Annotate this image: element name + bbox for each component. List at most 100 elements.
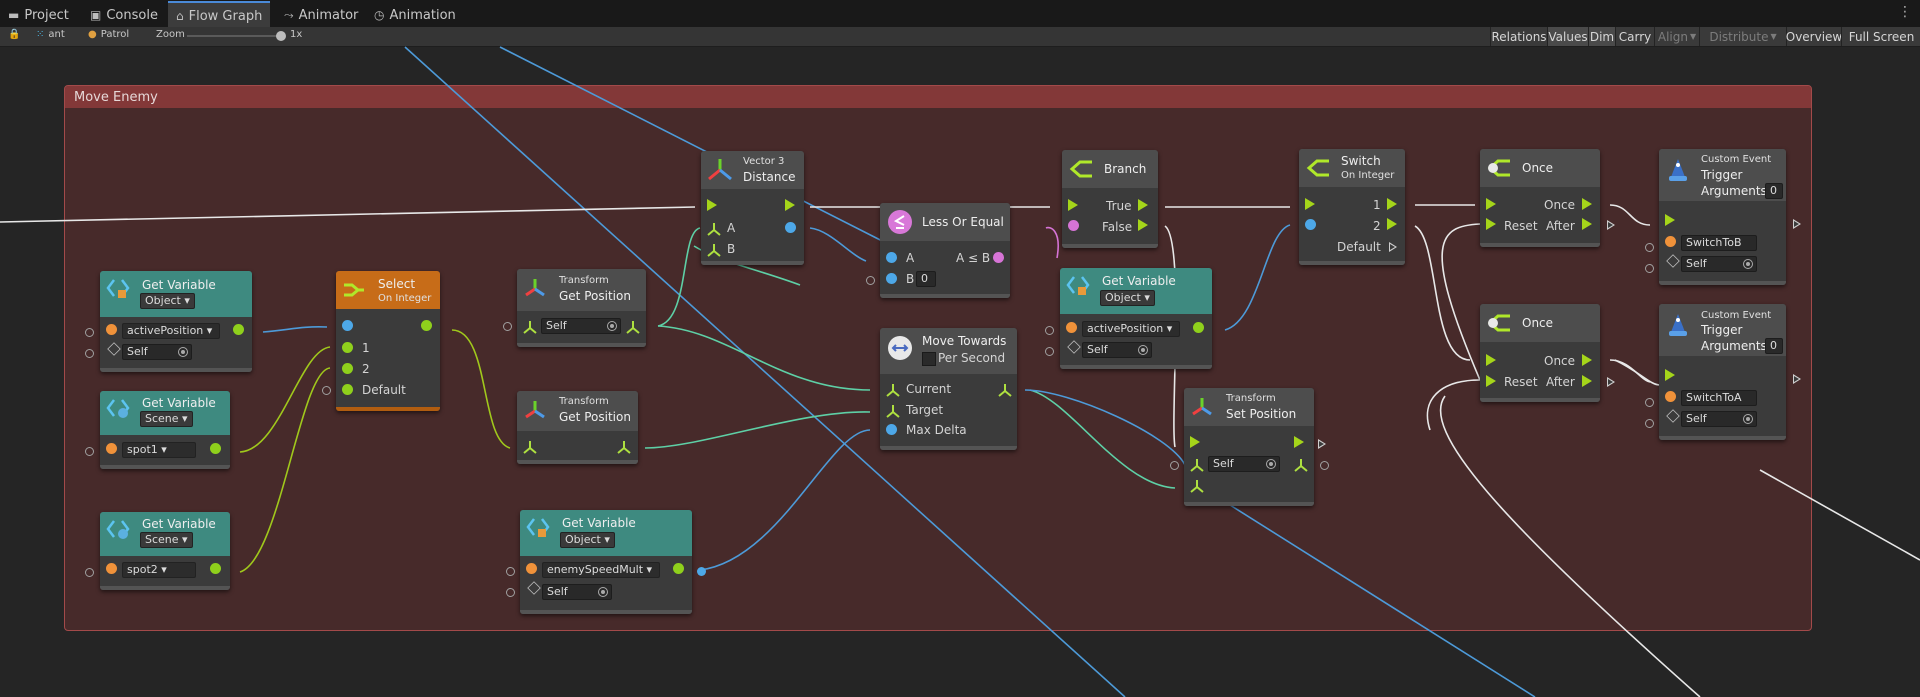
align-dropdown[interactable]: Align▼ <box>1654 27 1699 46</box>
flow-out-hollow[interactable] <box>1793 219 1801 229</box>
kind-dropdown[interactable]: Scene ▾ <box>140 411 193 427</box>
target-picker-icon[interactable] <box>1743 414 1753 424</box>
flow-after-hollow[interactable] <box>1607 220 1615 230</box>
target-field[interactable]: Self <box>541 318 621 334</box>
variable-name-dropdown[interactable]: spot2 ▾ <box>122 562 196 578</box>
target-picker-icon[interactable] <box>178 347 188 357</box>
node-once-1[interactable]: Once Once Reset After <box>1480 149 1600 247</box>
node-custom-event-trigger-1[interactable]: Custom Event Trigger Arguments 0 SwitchT… <box>1659 149 1786 285</box>
transform-port-icon[interactable] <box>523 439 537 454</box>
event-name-field[interactable]: SwitchToB <box>1681 235 1757 251</box>
port-hollow[interactable] <box>85 568 94 577</box>
target-picker-icon[interactable] <box>607 321 617 331</box>
node-transform-get-position[interactable]: Transform Get Position Self <box>517 269 646 347</box>
flow-in-arrow[interactable] <box>1190 436 1200 448</box>
flow-after-arrow[interactable] <box>1582 375 1592 387</box>
port-hollow[interactable] <box>866 276 875 285</box>
node-get-variable-activeposition[interactable]: Get Variable Object ▾ activePosition ▾ S… <box>100 271 252 372</box>
overview-button[interactable]: Overview <box>1786 27 1842 46</box>
port-hollow[interactable] <box>506 567 515 576</box>
port-value-out[interactable] <box>673 563 684 574</box>
flow-once-arrow[interactable] <box>1582 354 1592 366</box>
node-get-variable-spot1[interactable]: Get Variable Scene ▾ spot1 ▾ <box>100 391 230 469</box>
port-maxdelta-in[interactable] <box>886 424 897 435</box>
flow-out-hollow[interactable] <box>1318 439 1326 449</box>
vector-b-icon[interactable] <box>707 242 721 257</box>
port-name-in[interactable] <box>1665 236 1676 247</box>
flow-in-arrow[interactable] <box>1068 199 1078 211</box>
full-screen-button[interactable]: Full Screen <box>1841 27 1920 46</box>
port-name-in[interactable] <box>106 324 117 335</box>
flow-in-arrow[interactable] <box>707 199 717 211</box>
tab-flow-graph[interactable]: ⌂Flow Graph <box>168 1 271 29</box>
flow-in-arrow[interactable] <box>1486 354 1496 366</box>
arguments-count-field[interactable]: 0 <box>1765 183 1783 199</box>
flow-false-arrow[interactable] <box>1138 219 1148 231</box>
flow-in-arrow[interactable] <box>1665 369 1675 381</box>
node-vector3-distance[interactable]: Vector 3 Distance A B <box>701 151 804 265</box>
port-hollow[interactable] <box>1645 264 1654 273</box>
port-hollow[interactable] <box>503 322 512 331</box>
port-hollow[interactable] <box>506 588 515 597</box>
node-get-variable-spot2[interactable]: Get Variable Scene ▾ spot2 ▾ <box>100 512 230 590</box>
port-a-in[interactable] <box>886 252 897 263</box>
arguments-count-field[interactable]: 0 <box>1765 338 1783 354</box>
breadcrumb-object[interactable]: ⁙ant <box>36 29 65 40</box>
port-default[interactable] <box>342 384 353 395</box>
flow-in-arrow[interactable] <box>1305 198 1315 210</box>
target-field[interactable]: Self <box>542 584 612 600</box>
kind-dropdown[interactable]: Object ▾ <box>560 532 615 548</box>
transform-out-icon[interactable] <box>1294 457 1308 472</box>
port-hollow[interactable] <box>1045 347 1054 356</box>
kind-dropdown[interactable]: Scene ▾ <box>140 532 193 548</box>
port-hollow[interactable] <box>85 349 94 358</box>
port-name-in[interactable] <box>106 443 117 454</box>
target-field[interactable]: Self <box>1208 456 1280 472</box>
target-picker-icon[interactable] <box>1138 345 1148 355</box>
flow-case2-arrow[interactable] <box>1387 218 1397 230</box>
current-icon[interactable] <box>886 382 900 397</box>
port-b-in[interactable] <box>886 273 897 284</box>
zoom-slider-handle[interactable] <box>276 31 286 41</box>
node-get-variable-enemyspeedmult[interactable]: Get Variable Object ▾ enemySpeedMult ▾ S… <box>520 510 692 614</box>
port-value-out[interactable] <box>210 563 221 574</box>
b-value-field[interactable]: 0 <box>916 271 936 287</box>
tab-project[interactable]: ▬Project <box>8 7 69 23</box>
node-transform-get-position-2[interactable]: Transform Get Position <box>517 391 638 464</box>
node-move-towards[interactable]: Move Towards Per Second Current Target M… <box>880 328 1017 450</box>
port-name-in[interactable] <box>106 563 117 574</box>
values-button[interactable]: Values <box>1547 27 1588 46</box>
port-option-1[interactable] <box>342 342 353 353</box>
position-out-icon[interactable] <box>617 439 631 454</box>
flow-out-arrow[interactable] <box>785 199 795 211</box>
port-result-out[interactable] <box>993 252 1004 263</box>
port-option-2[interactable] <box>342 363 353 374</box>
port-hollow[interactable] <box>1645 243 1654 252</box>
kind-dropdown[interactable]: Object ▾ <box>140 293 195 309</box>
node-switch-on-integer[interactable]: Switch On Integer 1 2 Default <box>1299 149 1405 265</box>
per-second-checkbox[interactable] <box>922 352 936 366</box>
node-less-or-equal[interactable]: Less Or Equal A A ≤ B B 0 <box>880 203 1010 298</box>
port-hollow[interactable] <box>1645 398 1654 407</box>
transform-port-icon[interactable] <box>523 319 537 334</box>
port-value-out[interactable] <box>233 324 244 335</box>
flow-reset-arrow[interactable] <box>1486 218 1496 230</box>
tab-animator[interactable]: ⤳Animator <box>284 7 359 23</box>
node-once-2[interactable]: Once Once Reset After <box>1480 304 1600 402</box>
target-field[interactable]: Self <box>1681 256 1757 272</box>
port-selector-in[interactable] <box>1305 219 1316 230</box>
flow-once-arrow[interactable] <box>1582 198 1592 210</box>
variable-name-dropdown[interactable]: spot1 ▾ <box>122 442 196 458</box>
vector-a-icon[interactable] <box>707 221 721 236</box>
event-name-field[interactable]: SwitchToA <box>1681 390 1757 406</box>
port-condition-in[interactable] <box>1068 220 1079 231</box>
target-field[interactable]: Self <box>1082 342 1152 358</box>
port-name-in[interactable] <box>526 563 537 574</box>
variable-name-dropdown[interactable]: activePosition ▾ <box>122 323 220 339</box>
flow-after-arrow[interactable] <box>1582 218 1592 230</box>
group-header[interactable]: Move Enemy <box>65 86 1811 108</box>
flow-default-hollow[interactable] <box>1389 242 1397 252</box>
port-name-in[interactable] <box>1665 391 1676 402</box>
dim-button[interactable]: Dim <box>1588 27 1615 46</box>
result-out-icon[interactable] <box>998 382 1012 397</box>
